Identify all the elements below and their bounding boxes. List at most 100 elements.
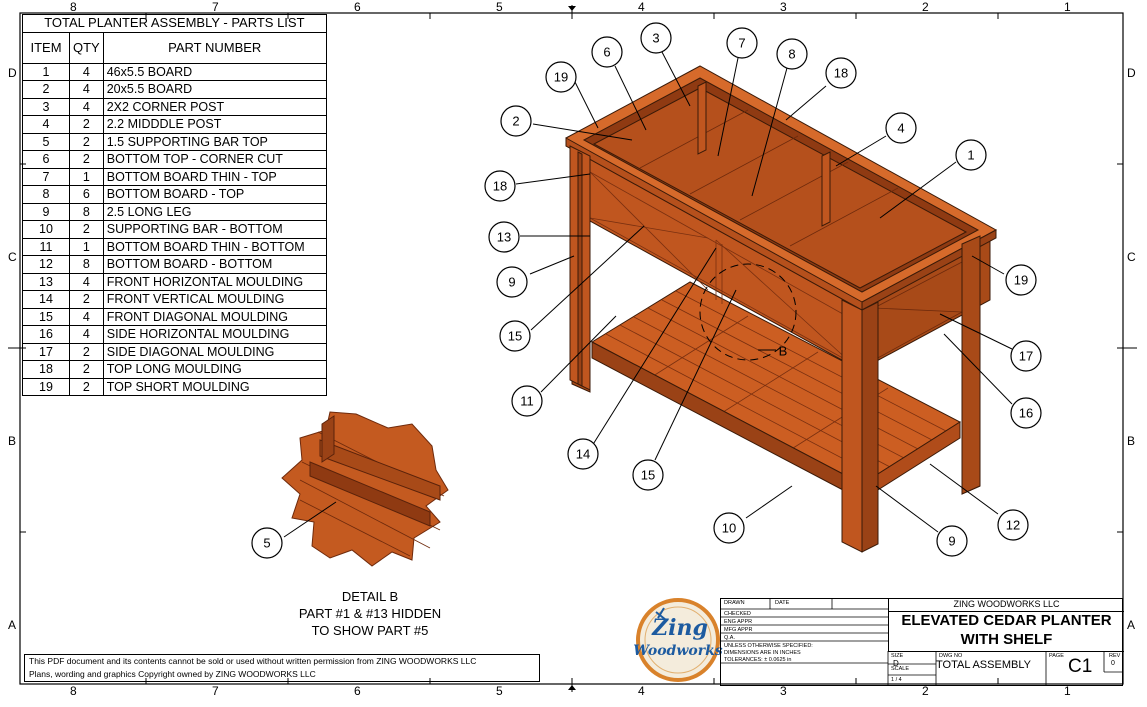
- detail-b-view: [281, 411, 449, 567]
- zone-label: A: [8, 618, 17, 632]
- copyright-line: This PDF document and its contents canno…: [29, 656, 477, 666]
- zone-label: 5: [496, 684, 503, 698]
- balloon: 18: [825, 57, 857, 89]
- zone-label: 8: [70, 684, 77, 698]
- qty-cell: 1: [69, 167, 104, 186]
- svg-text:12: 12: [1006, 518, 1020, 533]
- zing-woodworks-logo: Zing Woodworks: [633, 598, 723, 682]
- part-number-cell: 2X2 CORNER POST: [102, 97, 327, 116]
- rev-label: REV: [1109, 653, 1121, 659]
- part-number-cell: BOTTOM BOARD THIN - BOTTOM: [102, 237, 327, 256]
- svg-text:4: 4: [897, 121, 904, 136]
- qty-cell: 4: [69, 325, 104, 344]
- zone-label: C: [1127, 250, 1136, 264]
- qty-cell: 2: [69, 377, 104, 396]
- item-cell: 5: [22, 132, 70, 151]
- zone-label: A: [1127, 618, 1136, 632]
- mfg-label: MFG APPR: [724, 627, 753, 633]
- part-number-cell: 1.5 SUPPORTING BAR TOP: [102, 132, 327, 151]
- zone-label: 6: [354, 0, 361, 14]
- svg-text:10: 10: [722, 521, 736, 536]
- zone-label: 3: [780, 0, 787, 14]
- svg-text:17: 17: [1019, 349, 1033, 364]
- svg-text:7: 7: [738, 36, 745, 51]
- balloon: 12: [997, 509, 1029, 541]
- drawing-title: ELEVATED CEDAR PLANTER WITH SHELF: [888, 611, 1124, 652]
- zone-label: B: [1127, 434, 1136, 448]
- zone-label: D: [1127, 66, 1136, 80]
- part-number-cell: BOTTOM BOARD - BOTTOM: [102, 255, 327, 274]
- item-cell: 18: [22, 360, 70, 379]
- part-number-cell: 20x5.5 BOARD: [102, 80, 327, 99]
- qty-cell: 2: [69, 150, 104, 169]
- parts-list-table: TOTAL PLANTER ASSEMBLY - PARTS LIST ITEM…: [22, 14, 327, 396]
- scale-value: 1 / 4: [891, 677, 902, 683]
- rev-value: 0: [1111, 660, 1115, 667]
- scale-label: SCALE: [891, 666, 910, 672]
- balloon: 13: [488, 221, 520, 253]
- logo-text-zing: Zing: [651, 615, 708, 641]
- part-number-cell: TOP LONG MOULDING: [102, 360, 327, 379]
- qty-cell: 2: [69, 290, 104, 309]
- svg-text:5: 5: [263, 536, 270, 551]
- part-number-cell: FRONT DIAGONAL MOULDING: [102, 307, 327, 326]
- balloon: 16: [1010, 397, 1042, 429]
- balloon: 3: [640, 22, 672, 54]
- leg-front-right-b: [861, 301, 879, 553]
- balloon: 9: [496, 266, 528, 298]
- balloon: 18: [484, 170, 516, 202]
- balloon: 2: [500, 105, 532, 137]
- balloon: 11: [511, 385, 543, 417]
- item-cell: 1: [22, 62, 70, 81]
- zone-label: D: [8, 66, 17, 80]
- balloon: 15: [499, 320, 531, 352]
- zone-label: 1: [1064, 684, 1071, 698]
- zone-label: 4: [638, 684, 645, 698]
- balloon: 14: [567, 438, 599, 470]
- logo-text-woodworks: Woodworks: [633, 643, 723, 659]
- balloon: 7: [726, 27, 758, 59]
- balloon: 8: [776, 38, 808, 70]
- balloon: 1: [955, 139, 987, 171]
- svg-text:14: 14: [576, 447, 590, 462]
- company-name: ZING WOODWORKS LLC: [888, 598, 1124, 612]
- item-cell: 3: [22, 97, 70, 116]
- balloon: 6: [591, 36, 623, 68]
- detail-caption: DETAIL B PART #1 & #13 HIDDEN TO SHOW PA…: [280, 588, 460, 639]
- zone-label: 7: [212, 684, 219, 698]
- balloon-leaders: [283, 51, 1013, 538]
- eng-label: ENG APPR: [724, 619, 753, 625]
- qty-cell: 4: [69, 272, 104, 291]
- svg-text:1: 1: [967, 148, 974, 163]
- tolerance-note: DIMENSIONS ARE IN INCHES: [724, 650, 801, 656]
- qty-cell: 2: [69, 132, 104, 151]
- part-number-cell: 46x5.5 BOARD: [102, 62, 327, 81]
- sheet-number: C1: [1068, 656, 1093, 677]
- svg-text:9: 9: [948, 534, 955, 549]
- qty-cell: 2: [69, 342, 104, 361]
- detail-caption-line: PART #1 & #13 HIDDEN: [298, 606, 442, 621]
- detail-caption-line: DETAIL B: [341, 589, 399, 604]
- parts-list-title: TOTAL PLANTER ASSEMBLY - PARTS LIST: [22, 14, 327, 33]
- planter-assembly: [565, 65, 998, 553]
- svg-text:9: 9: [508, 275, 515, 290]
- svg-text:19: 19: [1014, 273, 1028, 288]
- checked-label: CHECKED: [724, 611, 751, 617]
- svg-text:13: 13: [497, 230, 511, 245]
- dwg-no-label: DWG NO: [939, 653, 963, 659]
- balloon: 9: [936, 525, 968, 557]
- balloon-callouts: 19 6 3 7 8 18 2 4 1 18 13 9 19 15 17 11 …: [251, 22, 1042, 559]
- item-cell: 19: [22, 377, 70, 396]
- svg-text:15: 15: [508, 329, 522, 344]
- svg-text:8: 8: [788, 47, 795, 62]
